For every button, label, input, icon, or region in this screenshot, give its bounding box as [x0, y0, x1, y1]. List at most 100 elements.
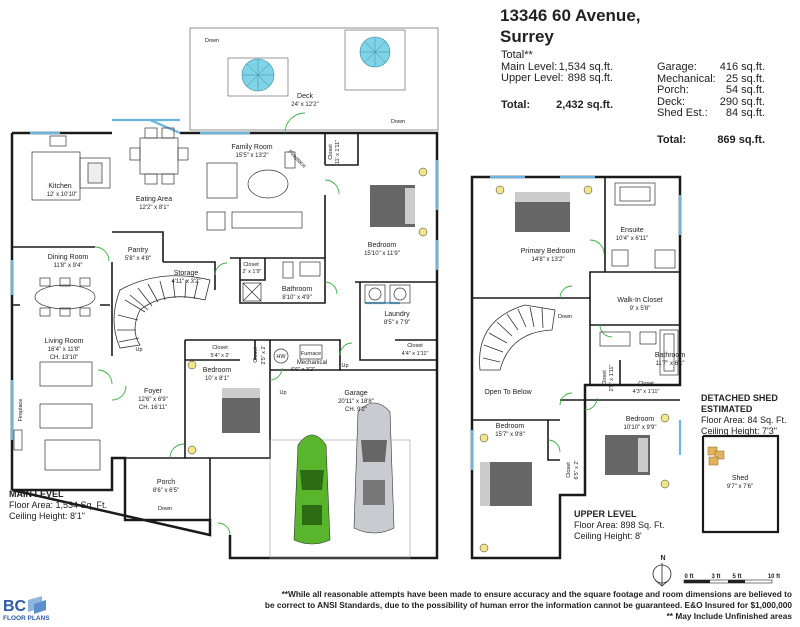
shed-dim: 9'7" x 7'6" — [727, 484, 753, 490]
bedroom-d-name: Bedroom — [626, 416, 655, 423]
shed-title-1: DETACHED SHED — [701, 393, 778, 403]
bedroom-a-name: Bedroom — [368, 242, 397, 249]
stat-row: Porch:54 sq.ft. — [657, 84, 765, 96]
dining-name: Dining Room — [48, 254, 89, 261]
closet-g-name: Closet — [638, 381, 654, 387]
scale-5: 5 ft — [733, 574, 742, 580]
main-level-caption: MAIN LEVEL Floor Area: 1,534 Sq. Ft. Cei… — [9, 489, 107, 522]
bedroom-a-dim: 15'10" x 11'9" — [364, 251, 400, 257]
foyer-dim: 12'6" x 6'9" — [138, 397, 168, 403]
closet-b-name: Closet — [243, 262, 259, 268]
main-level-height: Ceiling Height: 8'1" — [9, 511, 85, 521]
bedroom-b-dim: 10' x 8'1" — [205, 376, 229, 382]
bedroom-c-furniture — [479, 433, 532, 553]
upper-bath-fixtures — [599, 329, 679, 376]
laundry-name: Laundry — [384, 311, 410, 318]
main-level-doors — [94, 112, 353, 536]
upper-level-doors — [547, 239, 613, 453]
main-bath-fixtures — [242, 261, 321, 302]
kitchen-dim: 12' x 10'10" — [47, 192, 78, 198]
closet-f-name: Closet — [602, 370, 608, 386]
summary-left: Total** Main Level:1,534 sq.ft. Upper Le… — [501, 49, 613, 111]
fireplace-upper-label: Fireplace — [287, 149, 307, 169]
closet-c-dim: 4'4" x 1'11" — [402, 351, 429, 357]
hw-label: HW — [276, 354, 286, 360]
family-name: Family Room — [231, 144, 272, 151]
upper-level-windows — [470, 175, 682, 470]
family-room-furniture — [206, 151, 303, 231]
scale-0: 0 ft — [685, 574, 694, 580]
garage-ceiling: CH. 9'2" — [345, 407, 367, 413]
living-room-furniture — [13, 361, 101, 471]
primary-dim: 14'8" x 13'2" — [532, 257, 565, 263]
main-level-area: Floor Area: 1,534 Sq. Ft. — [9, 500, 108, 510]
north-label: N — [660, 555, 665, 562]
eating-name: Eating Area — [136, 196, 172, 203]
upper-level-interior-walls — [472, 177, 680, 461]
deck-umbrella-right — [344, 29, 406, 91]
shed-icon — [707, 446, 725, 466]
walkin-name: Walk-In Closet — [617, 297, 662, 304]
eating-dim: 12'2" x 8'1" — [139, 205, 169, 211]
closet-e-dim: 2'5" x 2' — [261, 345, 267, 364]
upper-level-area: Floor Area: 898 Sq. Ft. — [574, 520, 665, 530]
primary-name: Primary Bedroom — [521, 248, 576, 255]
upper-stair — [479, 304, 556, 371]
north-arrow-icon — [652, 563, 672, 587]
closet-h-name: Closet — [566, 462, 572, 478]
main-level-title: MAIN LEVEL — [9, 489, 64, 499]
summary-right: Garage:416 sq.ft. Mechanical:25 sq.ft. P… — [657, 61, 765, 146]
bedroom-d-furniture — [605, 413, 670, 489]
porch-name: Porch — [157, 479, 175, 486]
upper-level-caption: UPPER LEVEL Floor Area: 898 Sq. Ft. Ceil… — [574, 509, 665, 542]
eating-table — [129, 127, 189, 185]
open-below-label: Open To Below — [484, 389, 532, 396]
bath-upper-dim: 11'7" x 6'1" — [655, 361, 684, 367]
bedroom-b-name: Bedroom — [203, 367, 232, 374]
logo-mark-icon: BC FLOOR PLANS — [3, 596, 50, 622]
garage-cars — [269, 402, 411, 559]
stat-row: Deck:290 sq.ft. — [657, 95, 765, 108]
mechanical-fixtures — [273, 344, 323, 364]
company-logo: BC FLOOR PLANS — [2, 594, 62, 622]
closet-g-dim: 4'3" x 1'11" — [633, 389, 660, 395]
family-dim: 15'5" x 13'2" — [236, 153, 269, 159]
ensuite-name: Ensuite — [620, 227, 643, 234]
closet-h-dim: 6'5" x 2' — [574, 460, 580, 479]
laundry-dim: 8'5" x 7'9" — [384, 320, 410, 326]
kitchen-name: Kitchen — [48, 183, 71, 190]
shed-area: Floor Area: 84 Sq. Ft. — [701, 415, 787, 425]
upper-level-title: UPPER LEVEL — [574, 509, 637, 519]
bath-upper-name: Bathroom — [655, 352, 686, 359]
primary-bed — [495, 185, 593, 232]
address-title: 13346 60 Avenue, Surrey — [500, 5, 641, 47]
dining-dim: 11'8" x 9'4" — [53, 263, 82, 269]
pantry-dim: 5'8" x 4'8" — [125, 256, 151, 262]
upper-level-walls — [470, 175, 682, 560]
shed-title-2: ESTIMATED — [701, 404, 753, 414]
svg-text:BC: BC — [3, 598, 27, 615]
bedroom-c-dim: 15'7" x 9'8" — [495, 432, 525, 438]
disclaimer-line3: ** May Include Unfinished areas — [666, 611, 792, 621]
shed-height: Ceiling Height: 7'3" — [701, 426, 777, 436]
garage-name: Garage — [344, 390, 367, 397]
foyer-name: Foyer — [144, 388, 163, 395]
main-level-interior-walls — [12, 133, 437, 520]
closet-d-name: Closet — [212, 345, 228, 351]
closet-a-name: Closet — [328, 144, 334, 160]
bedroom-d-dim: 10'10" x 9'9" — [624, 425, 657, 431]
deck-name: Deck — [297, 93, 313, 100]
deck-umbrella-left — [227, 57, 289, 97]
furnace-label: Furnace — [301, 351, 321, 357]
closet-b-dim: 2' x 1'9" — [242, 269, 261, 275]
closet-e-name: Closet — [253, 347, 259, 363]
kitchen-fixtures — [31, 135, 111, 201]
shed-caption: DETACHED SHED ESTIMATED Floor Area: 84 S… — [701, 393, 787, 437]
bedroom-c-name: Bedroom — [496, 423, 525, 430]
storage-name: Storage — [174, 270, 199, 277]
stat-row: Shed Est.:84 sq.ft. — [657, 107, 765, 119]
living-name: Living Room — [45, 338, 84, 345]
laundry-fixtures — [364, 284, 411, 304]
stat-row: Main Level:1,534 sq.ft. — [501, 60, 613, 73]
